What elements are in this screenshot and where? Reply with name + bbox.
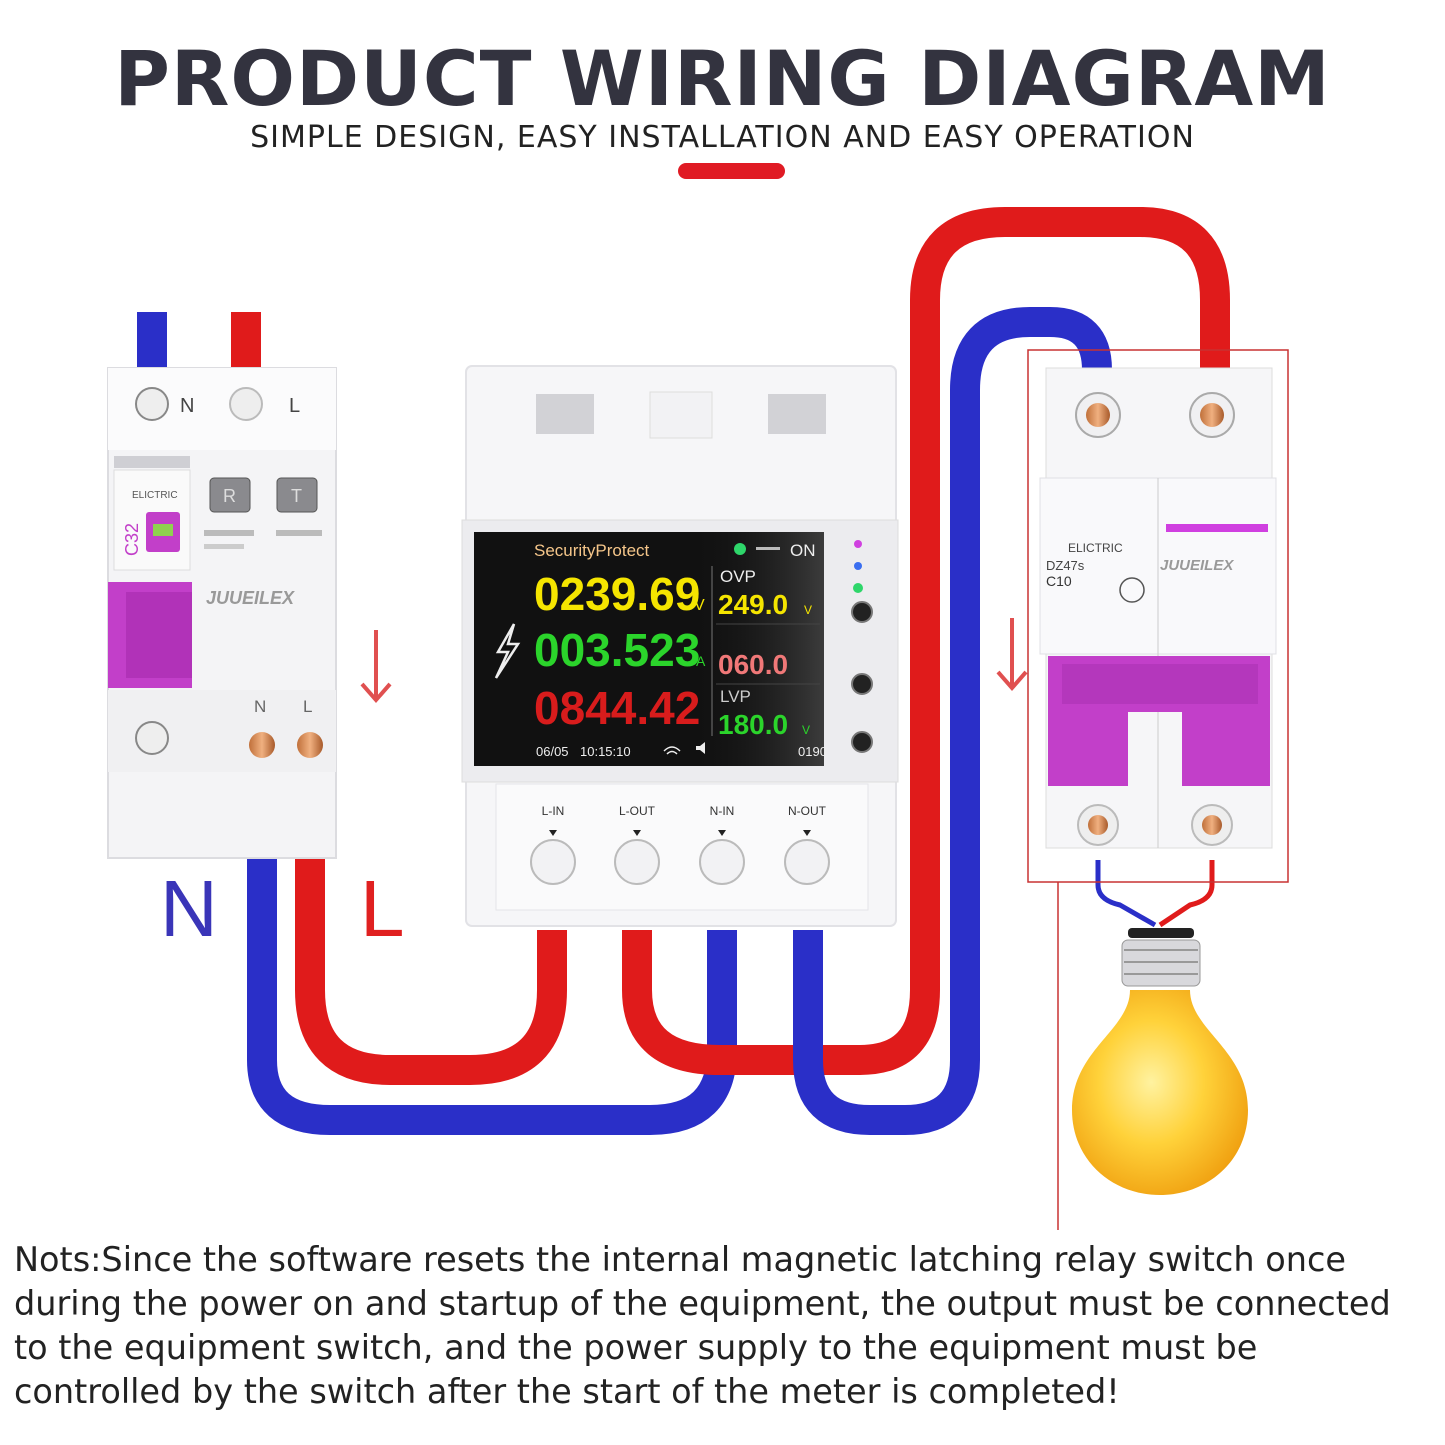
output-rating-label: C10 bbox=[1046, 573, 1072, 589]
button-r bbox=[209, 477, 251, 513]
button-r-label: R bbox=[223, 486, 236, 506]
terminal-screw-n bbox=[135, 387, 169, 421]
page-subtitle: SIMPLE DESIGN, EASY INSTALLATION AND EAS… bbox=[250, 120, 1195, 155]
status-on: ON bbox=[790, 541, 816, 560]
meter-button-2 bbox=[851, 673, 873, 695]
screen-title: SecurityProtect bbox=[534, 541, 650, 560]
page-title: PRODUCT WIRING DIAGRAM bbox=[114, 34, 1331, 123]
terminal-bottom-n-label: N bbox=[254, 697, 266, 716]
energy-value: 0190 bbox=[798, 744, 827, 759]
input-brand-text: ELICTRIC bbox=[132, 490, 178, 501]
live-in-wire bbox=[295, 760, 567, 1085]
accent-bar bbox=[678, 163, 785, 179]
terminal-top-l-label: L bbox=[289, 395, 300, 417]
lvp-unit: V bbox=[802, 723, 810, 737]
terminal-label-n-in: N-IN bbox=[710, 804, 735, 818]
flow-arrow-left bbox=[360, 630, 392, 704]
voltage-value: 0239.69 bbox=[534, 568, 700, 620]
bulb-icon bbox=[1072, 928, 1248, 1195]
terminal-label-n-out: N-OUT bbox=[788, 804, 827, 818]
output-brand-text: ELICTRIC bbox=[1068, 541, 1123, 555]
lvp-label: LVP bbox=[720, 687, 751, 706]
wifi-icon bbox=[663, 746, 681, 755]
input-logo-text: JUUEILEX bbox=[206, 588, 295, 608]
live-label: L bbox=[360, 864, 405, 953]
input-rating-label: C32 bbox=[122, 523, 142, 556]
terminal-bottom-l-label: L bbox=[303, 697, 312, 716]
live-out-wire bbox=[622, 207, 1230, 1075]
neutral-label: N bbox=[160, 864, 218, 953]
wires bbox=[137, 207, 1230, 1135]
power-value: 0844.42 bbox=[534, 682, 700, 734]
button-t-label: T bbox=[291, 486, 302, 506]
lamp-live-wire bbox=[1158, 860, 1215, 928]
terminal-label-l-out: L-OUT bbox=[619, 804, 656, 818]
current-value: 003.523 bbox=[534, 624, 700, 676]
lvp-value: 180.0 bbox=[718, 709, 788, 740]
ovp-unit: V bbox=[804, 603, 812, 617]
current-unit: A bbox=[696, 653, 706, 669]
terminal-top-n-label: N bbox=[180, 395, 194, 417]
output-logo-text: JUUEILEX bbox=[1160, 557, 1234, 574]
terminal-label-l-in: L-IN bbox=[542, 804, 565, 818]
lightning-icon bbox=[494, 623, 521, 679]
installation-note: Nots:Since the software resets the inter… bbox=[14, 1240, 1391, 1411]
meter-button-3 bbox=[851, 731, 873, 753]
meter: SecurityProtect ON 0239.69 V 003.523 A 0… bbox=[461, 365, 899, 927]
voltage-unit: V bbox=[694, 597, 705, 614]
output-model-text: DZ47s bbox=[1046, 558, 1085, 573]
terminal-screw-bottom bbox=[135, 721, 169, 755]
terminal-screw-l bbox=[229, 387, 263, 421]
ovp-value: 249.0 bbox=[718, 589, 788, 620]
screen-date: 06/05 bbox=[536, 744, 569, 759]
flow-arrow-right bbox=[996, 618, 1028, 692]
ocp-value: 060.0 bbox=[718, 649, 788, 680]
lamp-neutral-wire bbox=[1095, 860, 1157, 928]
neutral-out-wire bbox=[793, 307, 1112, 1135]
speaker-icon bbox=[696, 742, 705, 754]
output-breaker: ELICTRIC DZ47s C10 JUUEILEX bbox=[1027, 349, 1289, 1230]
input-breaker: N L ELICTRIC C32 R T JUUEILEX N L bbox=[107, 367, 337, 859]
neutral-in-wire bbox=[247, 760, 737, 1135]
wiring-diagram: N L ELICTRIC C32 R T JUUEILEX N L N L bbox=[107, 207, 1289, 1230]
meter-button-1 bbox=[851, 601, 873, 623]
ovp-label: OVP bbox=[720, 567, 756, 586]
button-t bbox=[276, 477, 318, 513]
screen-time: 10:15:10 bbox=[580, 744, 631, 759]
